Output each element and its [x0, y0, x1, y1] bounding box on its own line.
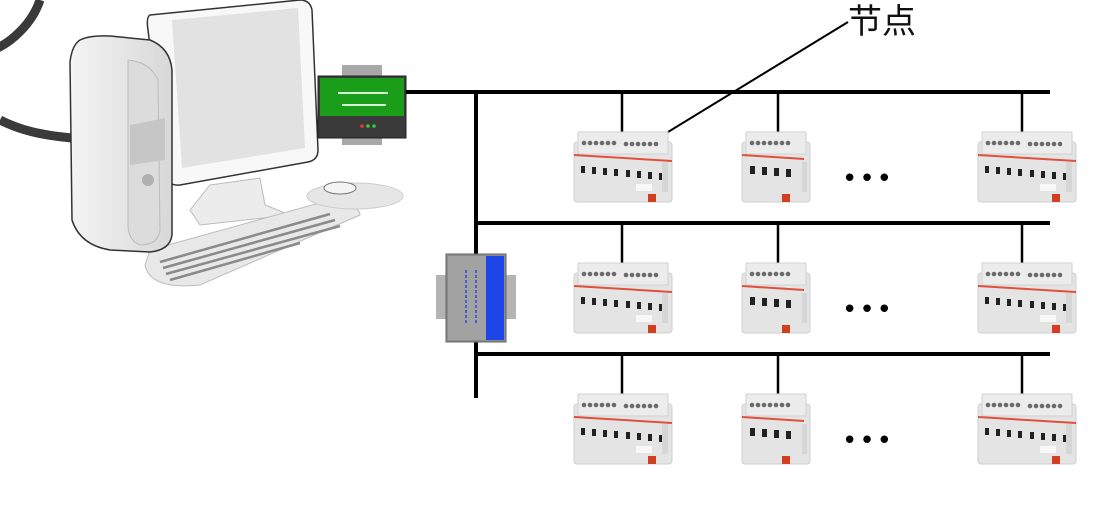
monitor-icon — [146, 0, 319, 226]
keyboard-icon — [144, 199, 361, 287]
ellipsis: ••• — [842, 164, 895, 194]
tower-icon — [69, 35, 173, 253]
node-device-8ch — [573, 131, 673, 203]
ellipsis: ••• — [842, 426, 895, 456]
bus-lines — [406, 21, 1050, 398]
mouse-icon — [306, 181, 404, 210]
node-pointer-line — [667, 21, 849, 133]
node-device-8ch — [573, 393, 673, 465]
ellipsis: ••• — [842, 295, 895, 325]
node-device-8ch — [977, 393, 1077, 465]
gateway-device-icon — [317, 65, 407, 145]
node-device-4ch — [741, 131, 811, 203]
node-device-8ch — [977, 131, 1077, 203]
node-device-8ch — [573, 262, 673, 334]
converter-device-icon — [436, 253, 516, 343]
node-device-4ch — [741, 262, 811, 334]
node-device-8ch — [977, 262, 1077, 334]
computer-icon — [69, 0, 404, 287]
node-device-4ch — [741, 393, 811, 465]
cable — [0, 0, 73, 143]
node-label: 节点 — [848, 2, 916, 42]
